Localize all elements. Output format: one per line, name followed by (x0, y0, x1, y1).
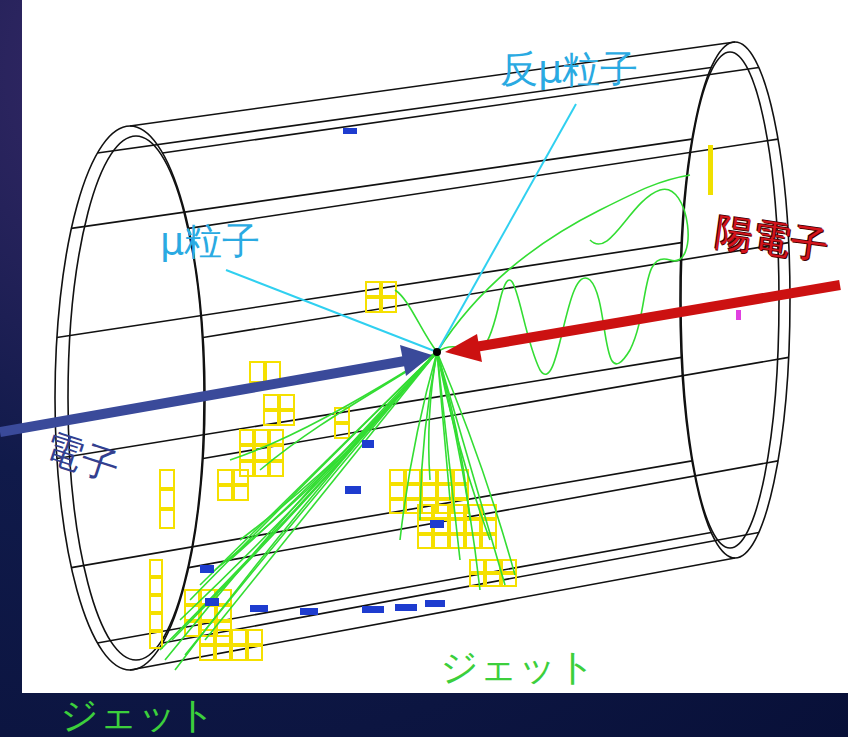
calorimeter-cell (280, 411, 294, 425)
calorimeter-cell (216, 630, 230, 644)
calorimeter-cell (366, 282, 380, 296)
calorimeter-cell (335, 424, 349, 438)
jet-track (437, 352, 460, 560)
jet-label: ジェット (60, 696, 216, 734)
calorimeter-cell (486, 574, 500, 586)
calorimeter-cell (250, 362, 264, 382)
calorimeter-cell (150, 578, 162, 594)
calorimeter-cell (450, 505, 464, 518)
calorimeter-cell (160, 470, 174, 488)
calorimeter-cell (264, 395, 278, 409)
calorimeter-cell (216, 646, 230, 660)
calorimeter-cell (422, 485, 436, 498)
jet-track (400, 352, 437, 540)
barrel-line (71, 139, 692, 228)
calorimeter-cell (200, 646, 214, 660)
calorimeter-cell (390, 500, 404, 513)
calorimeter-cell (240, 430, 253, 444)
calorimeter-cell (382, 298, 396, 312)
calorimeter-cell (248, 630, 262, 644)
jet-track (205, 352, 437, 640)
jet-track (175, 352, 437, 670)
calorimeter-cell (150, 596, 162, 612)
calorimeter-cell (264, 411, 278, 425)
calorimeter-cell (150, 560, 162, 576)
calorimeter-cell (218, 470, 232, 484)
calorimeter-cell (434, 535, 448, 548)
jet-tracks (160, 175, 690, 670)
barrel-line (71, 461, 692, 568)
calorimeter-cell (232, 630, 246, 644)
calorimeter-cell (234, 470, 248, 484)
calorimeter-cell (470, 574, 484, 586)
calorimeter-cell (160, 510, 174, 528)
display-panel (22, 0, 848, 693)
barrel-line (203, 357, 789, 458)
calorimeter-cell (406, 485, 420, 498)
muon-tracks (226, 104, 576, 352)
jet-track (437, 352, 505, 585)
barrel-line (189, 139, 778, 228)
barrel-line (203, 243, 789, 338)
jet-track (437, 352, 515, 575)
calorimeter-cell (418, 520, 432, 533)
jet-track (420, 352, 437, 520)
barrel-line (130, 558, 735, 670)
calorimeter-cell (390, 470, 404, 483)
positron-arrow (445, 285, 840, 362)
calorimeter-cell (248, 646, 262, 660)
interaction-point (433, 348, 441, 356)
hit-mark (708, 145, 713, 195)
particle-label: 反μ粒子 (500, 50, 638, 88)
particle-label: μ粒子 (160, 222, 260, 260)
electron-arrow (0, 345, 432, 432)
calorimeter-cell (218, 486, 232, 500)
barrel-line (163, 68, 759, 153)
calorimeter-cell (255, 430, 268, 444)
calorimeter-cell (390, 485, 404, 498)
calorimeter-cell (434, 505, 448, 518)
calorimeter-cell (232, 646, 246, 660)
barrel-line (97, 532, 711, 643)
calorimeter-cell (150, 632, 162, 648)
calorimeter-cell (270, 462, 283, 476)
hit-mark (736, 310, 741, 320)
jet-label: ジェット (440, 648, 596, 686)
calorimeter-cell (160, 490, 174, 508)
jet-track (437, 352, 480, 590)
calorimeter-cell (280, 395, 294, 409)
calorimeter-cell (150, 614, 162, 630)
calorimeter-cell (366, 298, 380, 312)
calorimeter-cell (382, 282, 396, 296)
detector-cylinder (55, 42, 790, 670)
calorimeter-cell (234, 486, 248, 500)
muon-chamber-hits (125, 128, 445, 615)
calorimeter-cell (418, 535, 432, 548)
